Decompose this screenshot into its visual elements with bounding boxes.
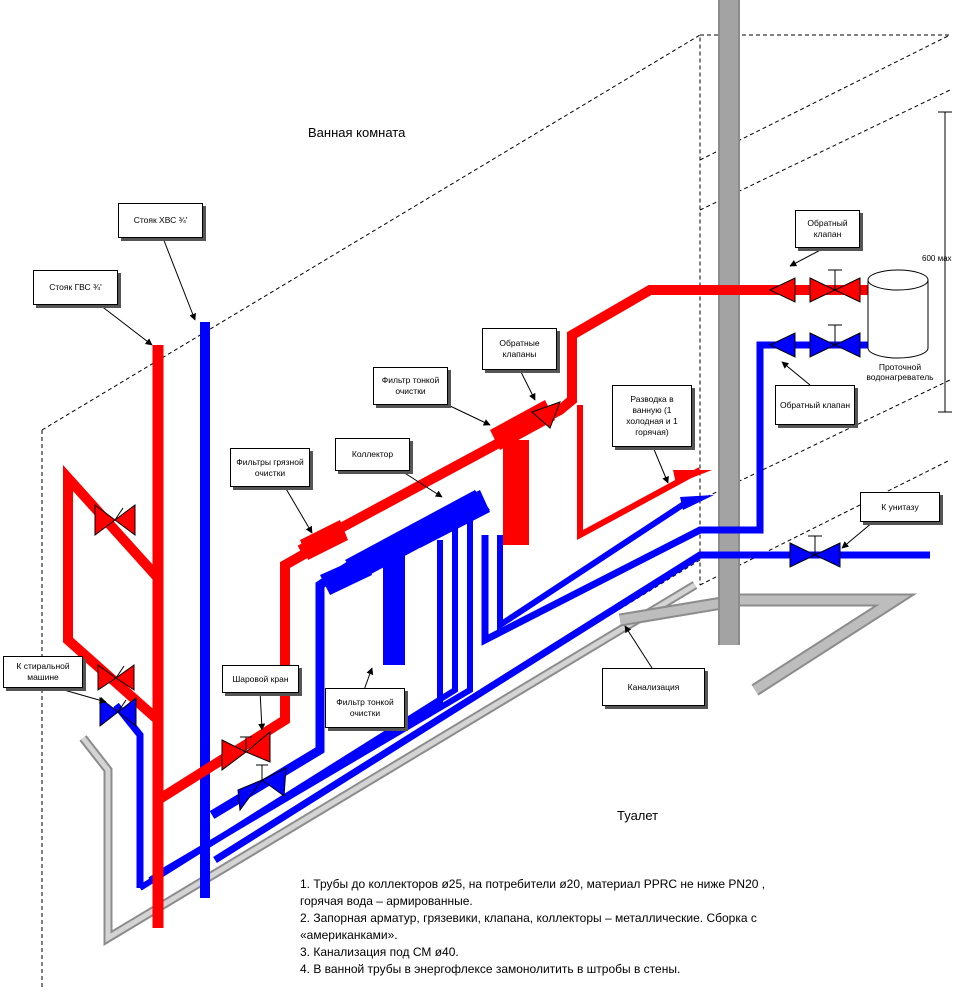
callout-check-valve-hot: Обратный клапан [795, 210, 860, 248]
callout-check-valves: Обратные клапаны [482, 328, 557, 370]
ball-valve-icon [237, 764, 287, 812]
ball-valve-icon [221, 730, 271, 771]
note-item: 4. В ванной трубы в энергофлексе замонол… [300, 962, 681, 976]
cold-fittings [320, 490, 714, 665]
room-label-toilet: Туалет [617, 808, 659, 823]
callout-bath-branch: Разводка в ванную (1 холодная и 1 горяча… [612, 385, 692, 447]
hot-bath-arrow [673, 470, 712, 484]
callout-riser-cold: Стояк ХВС ¾' [118, 203, 203, 238]
hot-bath-branch [577, 405, 702, 541]
callout-riser-hot: Стояк ГВС ¾' [33, 270, 118, 305]
ball-valve-icon [97, 664, 135, 691]
sewer-pipe-inner [81, 582, 697, 943]
callout-dirt-filters: Фильтры грязной очистки [230, 448, 310, 487]
valves [94, 269, 861, 812]
callout-sewer: Канализация [602, 668, 705, 706]
cold-bath-arrow [680, 495, 714, 510]
notes-list: 1. Трубы до коллекторов ø25, на потребит… [300, 876, 770, 978]
height-dimension [938, 111, 952, 413]
wall-outlines [41, 34, 951, 990]
check-valve-icon [768, 269, 861, 303]
check-valve-icon [531, 401, 561, 429]
callout-washing-machine: К стиральной машине [3, 656, 83, 688]
callout-fine-filter-top: Фильтр тонкой очистки [373, 367, 448, 405]
cold-toilet-branch [213, 551, 930, 863]
callout-to-toilet: К унитазу [860, 492, 940, 522]
ball-valve-icon [94, 504, 136, 536]
sewer-riser [718, 0, 740, 645]
callout-collector: Коллектор [335, 438, 410, 471]
water-heater [867, 269, 929, 359]
callout-check-valve-cold: Обратный клапан [775, 385, 855, 425]
callout-ball-valve: Шаровой кран [222, 665, 299, 693]
callout-fine-filter-bottom: Фильтр тонкой очистки [325, 688, 405, 728]
heater-label: Проточной водонагреватель [866, 362, 934, 382]
note-item: 2. Запорная арматур, грязевики, клапана,… [300, 911, 757, 942]
ball-valve-icon [99, 696, 137, 728]
sewer-pipes [79, 581, 918, 946]
ball-valve-icon [789, 535, 841, 568]
height-label: 600 мах [922, 254, 952, 263]
leader-lines [49, 237, 874, 731]
room-label-bathroom: Ванная комната [308, 125, 406, 140]
note-item: 3. Канализация под СМ ø40. [300, 945, 459, 959]
check-valve-icon [768, 324, 861, 358]
cold-wm-branch [113, 702, 144, 888]
note-item: 1. Трубы до коллекторов ø25, на потребит… [300, 877, 766, 908]
